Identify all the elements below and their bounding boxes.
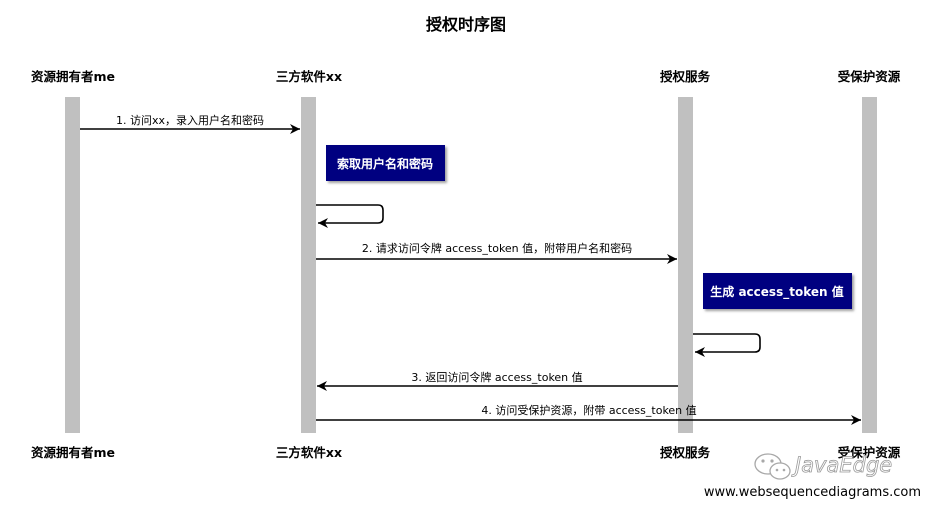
message-3-label: 3. 返回访问令牌 access_token 值	[411, 370, 582, 384]
note-1-label: 索取用户名和密码	[337, 156, 433, 171]
participant-bottom-app: 三方软件xx	[276, 445, 342, 460]
watermark-site: www.websequencediagrams.com	[704, 485, 921, 500]
lifeline-auth	[678, 97, 693, 433]
note-2-box	[703, 273, 852, 309]
participant-bottom-me: 资源拥有者me	[31, 445, 115, 460]
self-loop-app	[316, 204, 384, 228]
watermark-brand: JavaEdge	[791, 453, 892, 477]
participant-top-res: 受保护资源	[838, 69, 901, 84]
participant-top-me: 资源拥有者me	[31, 69, 115, 84]
message-2-label: 2. 请求访问令牌 access_token 值，附带用户名和密码	[362, 241, 632, 255]
wechat-icon	[754, 453, 791, 480]
note-1-box	[326, 145, 445, 181]
participant-bottom-auth: 授权服务	[660, 445, 711, 460]
self-loop-auth	[693, 333, 761, 357]
participant-bottom-res: 受保护资源	[838, 445, 901, 460]
message-1-label: 1. 访问xx，录入用户名和密码	[116, 113, 264, 127]
lifeline-me	[65, 97, 80, 433]
message-4-label: 4. 访问受保护资源，附带 access_token 值	[481, 403, 696, 417]
diagram-title: 授权时序图	[426, 15, 506, 34]
lifeline-res	[862, 97, 877, 433]
note-2-label: 生成 access_token 值	[710, 284, 843, 300]
participant-top-auth: 授权服务	[660, 69, 711, 84]
participant-top-app: 三方软件xx	[276, 69, 342, 84]
lifeline-app	[301, 97, 316, 433]
